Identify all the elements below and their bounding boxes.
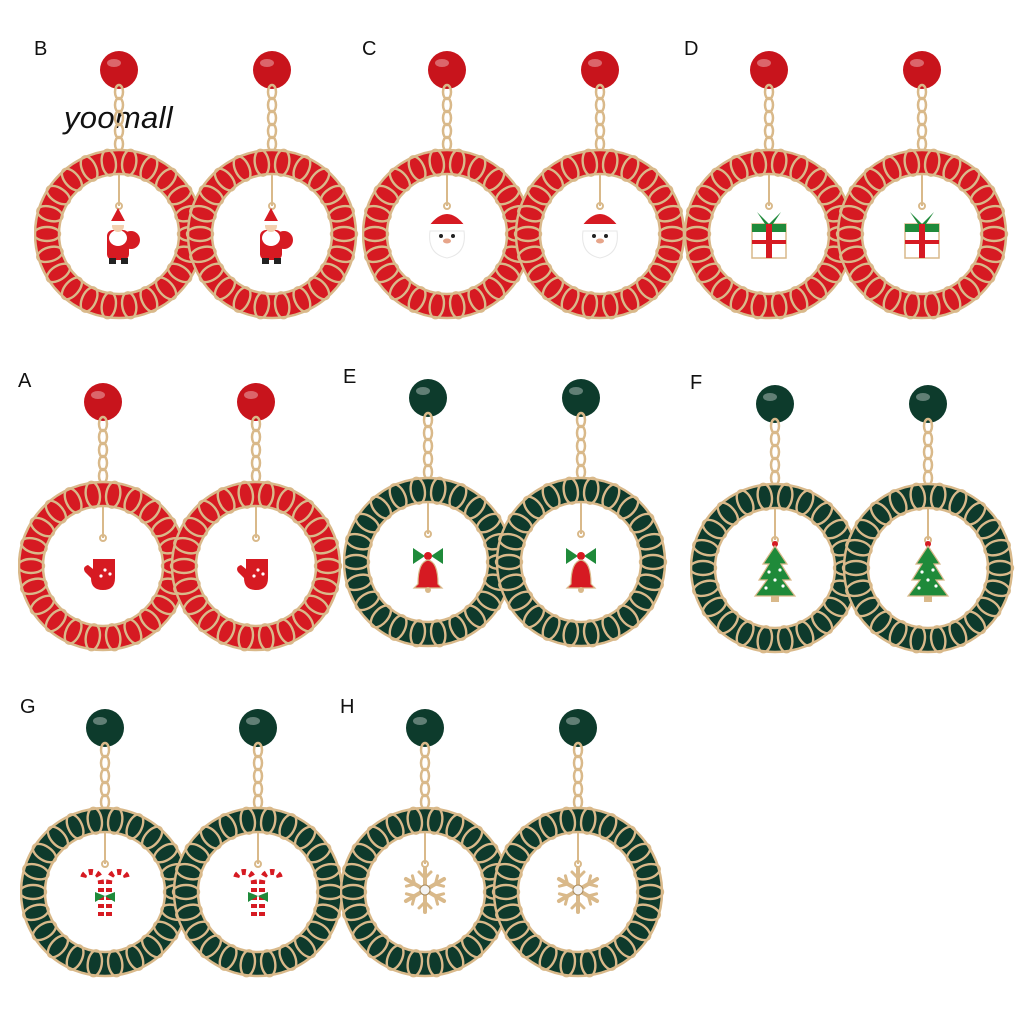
earring xyxy=(841,385,1015,654)
variant-e: E xyxy=(343,366,673,696)
candy-cane-charm-icon xyxy=(80,868,130,919)
christmas-tree-charm-icon xyxy=(753,541,797,602)
candy-cane-charm-icon xyxy=(233,868,283,919)
variant-a: A xyxy=(18,370,348,700)
variant-f: F xyxy=(690,372,1020,702)
santa-face-charm-icon xyxy=(428,214,471,259)
earring xyxy=(513,51,687,320)
earring xyxy=(340,709,512,978)
earring xyxy=(169,383,343,652)
earring-pair xyxy=(343,379,668,648)
variant-label: B xyxy=(34,38,48,60)
earring-pair xyxy=(684,51,1009,320)
earring xyxy=(835,51,1009,320)
earring-pair xyxy=(362,51,687,320)
earring-pair xyxy=(690,385,1015,654)
snowflake-charm-icon xyxy=(556,866,600,914)
variant-label: A xyxy=(18,370,32,392)
variant-c: C xyxy=(362,38,692,368)
earring-pair xyxy=(34,51,359,320)
earring-pair xyxy=(20,709,345,978)
earring xyxy=(18,383,190,652)
mitten-charm-icon xyxy=(237,550,269,590)
earring-pair xyxy=(340,709,665,978)
variant-label: F xyxy=(690,372,703,394)
bell-charm-icon xyxy=(412,548,444,593)
earring xyxy=(494,379,668,648)
earring xyxy=(491,709,665,978)
earring xyxy=(690,385,862,654)
mitten-charm-icon xyxy=(84,550,116,590)
earring xyxy=(20,709,192,978)
christmas-tree-charm-icon xyxy=(906,541,950,602)
earring-pair xyxy=(18,383,343,652)
variant-label: C xyxy=(362,38,377,60)
gift-box-charm-icon xyxy=(904,212,940,259)
gift-box-charm-icon xyxy=(751,212,787,259)
snowflake-charm-icon xyxy=(403,866,447,914)
earring xyxy=(185,51,359,320)
earring xyxy=(171,709,345,978)
santa-face-charm-icon xyxy=(581,214,624,259)
santa-full-charm-icon xyxy=(107,208,140,264)
earring xyxy=(684,51,856,320)
variant-b: B xyxy=(34,38,364,368)
earring xyxy=(343,379,515,648)
variant-label: H xyxy=(340,696,355,718)
bell-charm-icon xyxy=(565,548,597,593)
earring xyxy=(34,51,206,320)
variant-label: D xyxy=(684,38,699,60)
variant-label: G xyxy=(20,696,36,718)
variant-h: H xyxy=(340,696,670,1024)
variant-g: G xyxy=(20,696,350,1024)
santa-full-charm-icon xyxy=(260,208,293,264)
variant-d: D xyxy=(684,38,1014,368)
watermark-text: yoomall xyxy=(64,100,173,135)
earring xyxy=(362,51,534,320)
variant-label: E xyxy=(343,366,357,388)
